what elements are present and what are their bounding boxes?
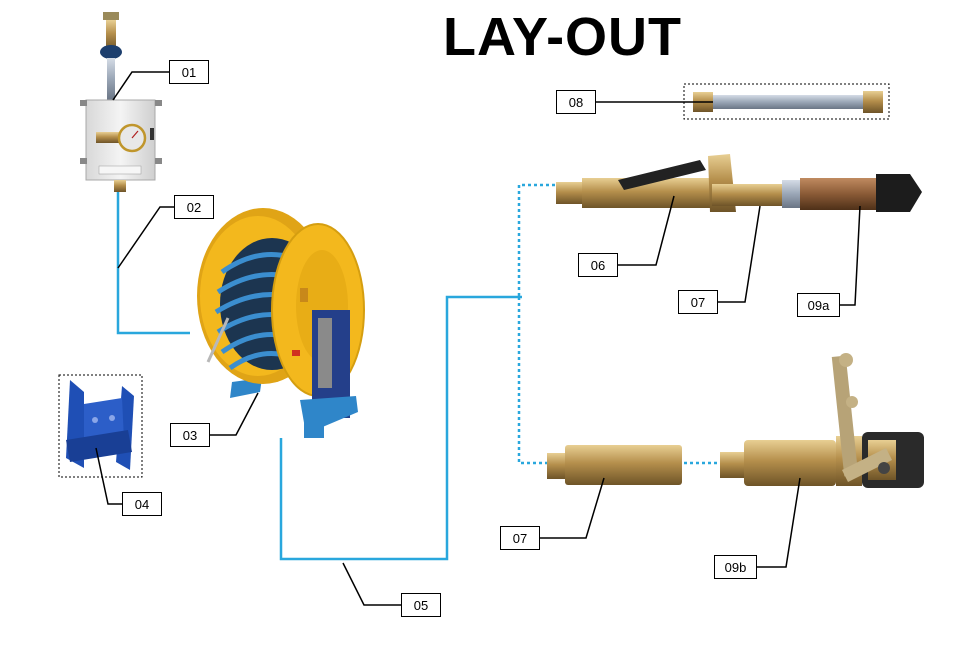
leader-09b: [756, 477, 801, 568]
leader-05: [342, 562, 401, 606]
leader-06: [618, 195, 675, 266]
callout-07-upper: 07: [678, 290, 718, 314]
leader-07a: [718, 205, 761, 303]
leader-02: [117, 206, 174, 269]
page-title: LAY-OUT: [443, 7, 683, 67]
lance-head: [720, 353, 924, 488]
leader-09a: [840, 205, 861, 306]
callout-05: 05: [401, 593, 441, 617]
callout-08: 08: [556, 90, 596, 114]
leader-07b: [540, 477, 605, 539]
callout-02: 02: [174, 195, 214, 219]
coupling-piece: [547, 445, 682, 485]
dotted-line-upper: [517, 183, 555, 297]
leader-03: [210, 392, 259, 436]
connection-lines: [116, 183, 718, 561]
spray-gun-assembly: [556, 154, 922, 212]
callout-04: 04: [122, 492, 162, 516]
mounting-bracket: [58, 374, 143, 478]
callout-07-lower: 07: [500, 526, 540, 550]
pressure-reducer-unit: [80, 12, 162, 192]
leader-lines: [95, 71, 861, 606]
leader-04: [95, 447, 122, 505]
dotted-line-lower: [517, 297, 553, 465]
callout-06: 06: [578, 253, 618, 277]
callout-09b: 09b: [714, 555, 757, 579]
hose-reel: [197, 208, 365, 438]
hose-line-02: [116, 192, 190, 335]
hose-line-05: [279, 295, 522, 561]
callout-09a: 09a: [797, 293, 840, 317]
callout-01: 01: [169, 60, 209, 84]
leader-01: [112, 71, 169, 101]
extension-pipe: [683, 83, 890, 120]
callout-03: 03: [170, 423, 210, 447]
